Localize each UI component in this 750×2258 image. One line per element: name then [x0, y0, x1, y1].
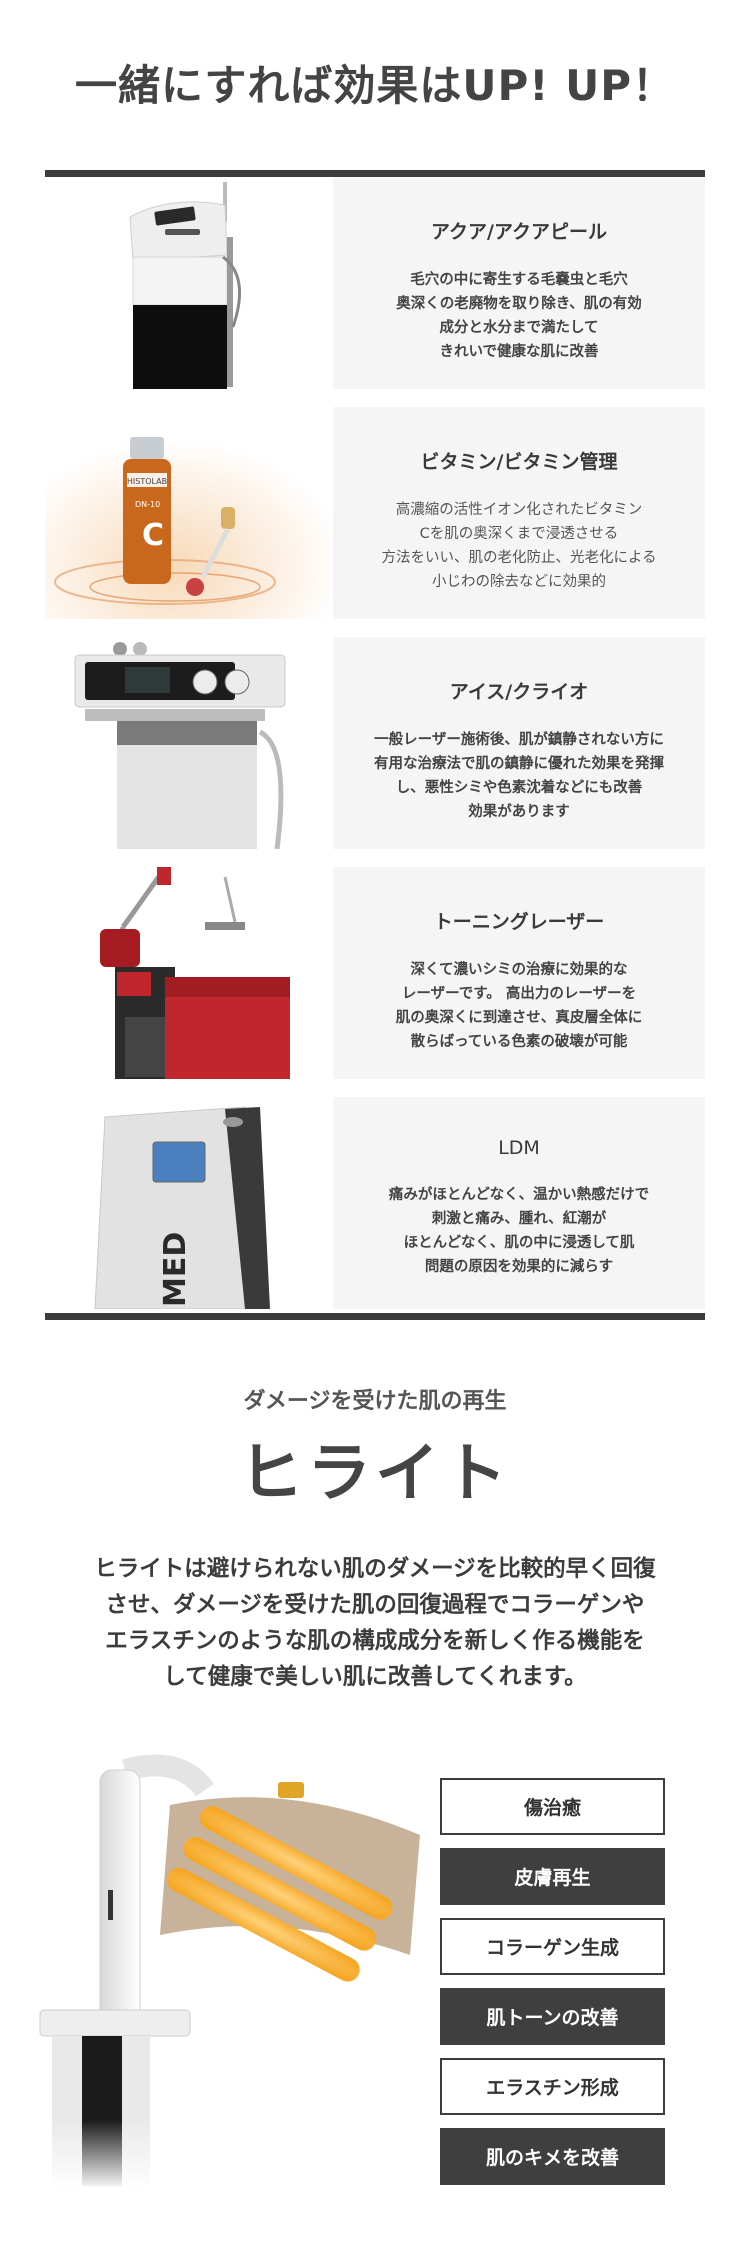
hilite-description: ヒライトは避けられない肌のダメージを比較的早く回復 させ、ダメージを受けた肌の回… — [94, 1556, 656, 1690]
treatment-name: アクア/アクアピール — [430, 221, 608, 243]
treatment-row-cryo: アイス/クライオ 一般レーザー施術後、肌が鎮静されない方に 有用な治療法で肌の鎮… — [45, 637, 705, 849]
treatment-name: ビタミン/ビタミン管理 — [420, 451, 618, 473]
hilite-lamp-image — [30, 1740, 430, 2190]
serum-brand-label: HISTOLAB — [127, 477, 167, 486]
treatment-row-vitamin: HISTOLAB DN-10 C ビタミン/ビタミン管理 高濃縮の活性イオン化さ… — [45, 407, 705, 619]
treatment-description: 痛みがほとんどなく、温かい熱感だけで 刺激と痛み、腫れ、紅潮が ほとんどなく、肌… — [388, 1187, 650, 1275]
hilite-benefit-list: 傷治癒 皮膚再生 コラーゲン生成 肌トーンの改善 エラスチン形成 肌のキメを改善 — [440, 1778, 665, 2198]
benefit-item: 皮膚再生 — [440, 1848, 665, 1905]
treatment-description: 毛穴の中に寄生する毛嚢虫と毛穴 奥深くの老廃物を取り除き、肌の有効 成分と水分ま… — [396, 272, 642, 360]
treatment-row-toning: トーニングレーザー 深くて濃いシミの治療に効果的な レーザーです。 高出力のレー… — [45, 867, 705, 1079]
treatment-row-aqua: アクア/アクアピール 毛穴の中に寄生する毛嚢虫と毛穴 奥深くの老廃物を取り除き、… — [45, 177, 705, 389]
treatment-row-ldm: MED LDM 痛みがほとんどなく、温かい熱感だけで 刺激と痛み、腫れ、紅潮が … — [45, 1097, 705, 1309]
cryo-device-image — [45, 637, 330, 849]
vitamin-serum-image: HISTOLAB DN-10 C — [45, 407, 330, 619]
laser-device-image — [45, 867, 330, 1079]
benefit-item: 肌トーンの改善 — [440, 1988, 665, 2045]
treatment-card-aqua: アクア/アクアピール 毛穴の中に寄生する毛嚢虫と毛穴 奥深くの老廃物を取り除き、… — [333, 177, 705, 389]
benefit-item: 肌のキメを改善 — [440, 2128, 665, 2185]
treatment-card-vitamin: ビタミン/ビタミン管理 高濃縮の活性イオン化されたビタミン Cを肌の奥深くまで浸… — [333, 407, 705, 619]
page-title: 一緒にすれば効果はUP! UP！ — [75, 61, 675, 110]
ldm-device-label: MED — [158, 1232, 193, 1307]
treatment-card-cryo: アイス/クライオ 一般レーザー施術後、肌が鎮静されない方に 有用な治療法で肌の鎮… — [333, 637, 705, 849]
serum-letter-label: C — [142, 518, 164, 553]
treatment-name: トーニングレーザー — [433, 911, 605, 933]
benefit-item: コラーゲン生成 — [440, 1918, 665, 1975]
hilite-title: ヒライト — [239, 1437, 511, 1511]
bottom-divider — [45, 1313, 705, 1320]
treatment-name: LDM — [498, 1137, 540, 1159]
benefit-item: 傷治癒 — [440, 1778, 665, 1835]
ldm-device-image: MED — [45, 1097, 330, 1309]
aqua-device-image — [45, 177, 330, 389]
top-divider — [45, 170, 705, 177]
hilite-subtitle: ダメージを受けた肌の再生 — [243, 1389, 507, 1414]
serum-code-label: DN-10 — [135, 500, 160, 509]
treatment-name: アイス/クライオ — [449, 681, 589, 703]
treatment-description: 高濃縮の活性イオン化されたビタミン Cを肌の奥深くまで浸透させる 方法をいい、肌… — [381, 502, 657, 590]
treatment-card-ldm: LDM 痛みがほとんどなく、温かい熱感だけで 刺激と痛み、腫れ、紅潮が ほとんど… — [333, 1097, 705, 1309]
benefit-item: エラスチン形成 — [440, 2058, 665, 2115]
treatment-card-toning: トーニングレーザー 深くて濃いシミの治療に効果的な レーザーです。 高出力のレー… — [333, 867, 705, 1079]
treatment-description: 深くて濃いシミの治療に効果的な レーザーです。 高出力のレーザーを 肌の奥深くに… — [395, 962, 643, 1050]
treatment-description: 一般レーザー施術後、肌が鎮静されない方に 有用な治療法で肌の鎮静に優れた効果を発… — [374, 732, 664, 820]
